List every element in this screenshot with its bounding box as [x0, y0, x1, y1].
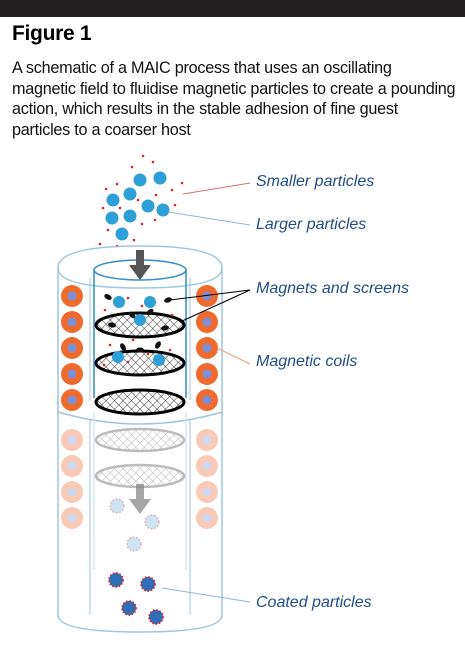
- smaller-particles: [98, 154, 184, 248]
- top-bar: [0, 0, 465, 17]
- host-particle: [115, 227, 129, 241]
- screens: [94, 311, 186, 489]
- down-arrow-icon: [129, 250, 151, 280]
- label-coated-particles: Coated particles: [256, 594, 372, 611]
- magnetic-coils-right: [196, 285, 218, 529]
- vessel-guest-particles: [102, 296, 174, 367]
- host-particle: [141, 199, 155, 213]
- host-particle: [156, 203, 170, 217]
- maic-schematic-svg: [57, 154, 251, 633]
- host-particle: [106, 193, 120, 207]
- incoming-particles: [98, 154, 184, 248]
- smaller-particles-leader: [182, 182, 251, 195]
- host-particle: [153, 171, 167, 185]
- coated-particles-leader: [161, 587, 251, 603]
- magnets-leaders: [169, 289, 251, 323]
- vessel-host-particles: [112, 296, 165, 366]
- figure-caption: A schematic of a MAIC process that uses …: [12, 59, 456, 139]
- larger-particles-leader: [167, 211, 251, 226]
- host-particle: [123, 187, 137, 201]
- host-particle: [133, 173, 147, 187]
- label-magnets-and-screens: Magnets and screens: [256, 280, 409, 297]
- magnets: [104, 294, 172, 353]
- figure-title: Figure 1: [12, 22, 92, 45]
- coils-leader: [216, 347, 251, 365]
- larger-particles: [105, 171, 170, 241]
- gray-arrow-icon: [129, 484, 151, 514]
- magnetic-coils-left: [61, 285, 83, 529]
- label-smaller-particles: Smaller particles: [256, 173, 375, 190]
- host-particle: [123, 209, 137, 223]
- coated-particles: [108, 572, 164, 625]
- label-larger-particles: Larger particles: [256, 216, 367, 233]
- maic-schematic: Smaller particles Larger particles Magne…: [0, 150, 465, 641]
- host-particle: [105, 211, 119, 225]
- faded-coated-particles: [109, 498, 160, 552]
- label-magnetic-coils: Magnetic coils: [256, 353, 358, 370]
